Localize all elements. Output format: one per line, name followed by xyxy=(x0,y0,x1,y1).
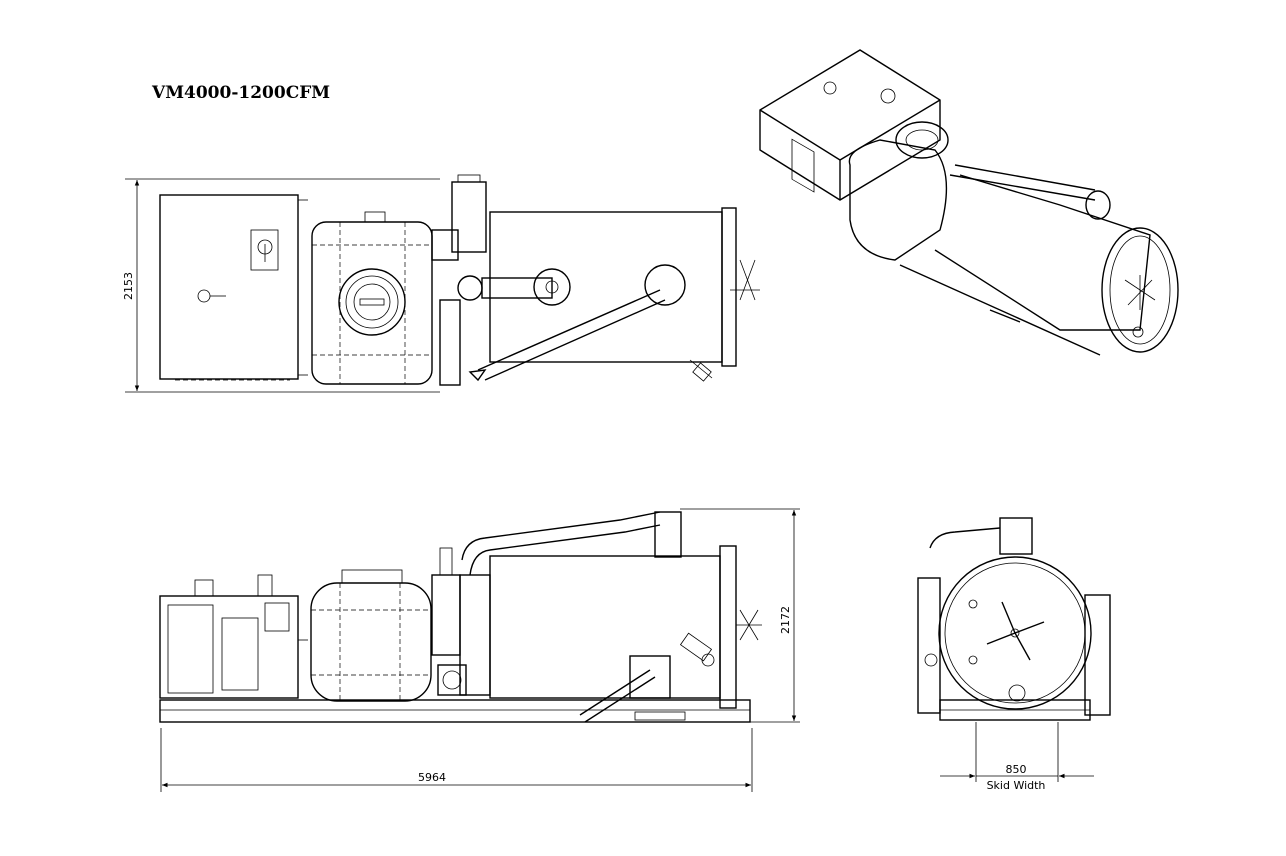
side-view: 2172 5964 xyxy=(159,508,800,792)
drawing-title: VM4000-1200CFM xyxy=(151,83,330,103)
isometric-view xyxy=(759,49,1179,356)
dimension-top-view-width: 2153 xyxy=(122,272,135,300)
dimension-skid-width-label: Skid Width xyxy=(987,779,1046,792)
dimension-side-view-height: 2172 xyxy=(779,606,792,634)
top-view: 2153 xyxy=(122,174,760,393)
end-view: 850 Skid Width xyxy=(917,517,1111,792)
dimension-overall-length: 5964 xyxy=(418,771,446,784)
dimension-skid-width-value: 850 xyxy=(1006,763,1027,776)
